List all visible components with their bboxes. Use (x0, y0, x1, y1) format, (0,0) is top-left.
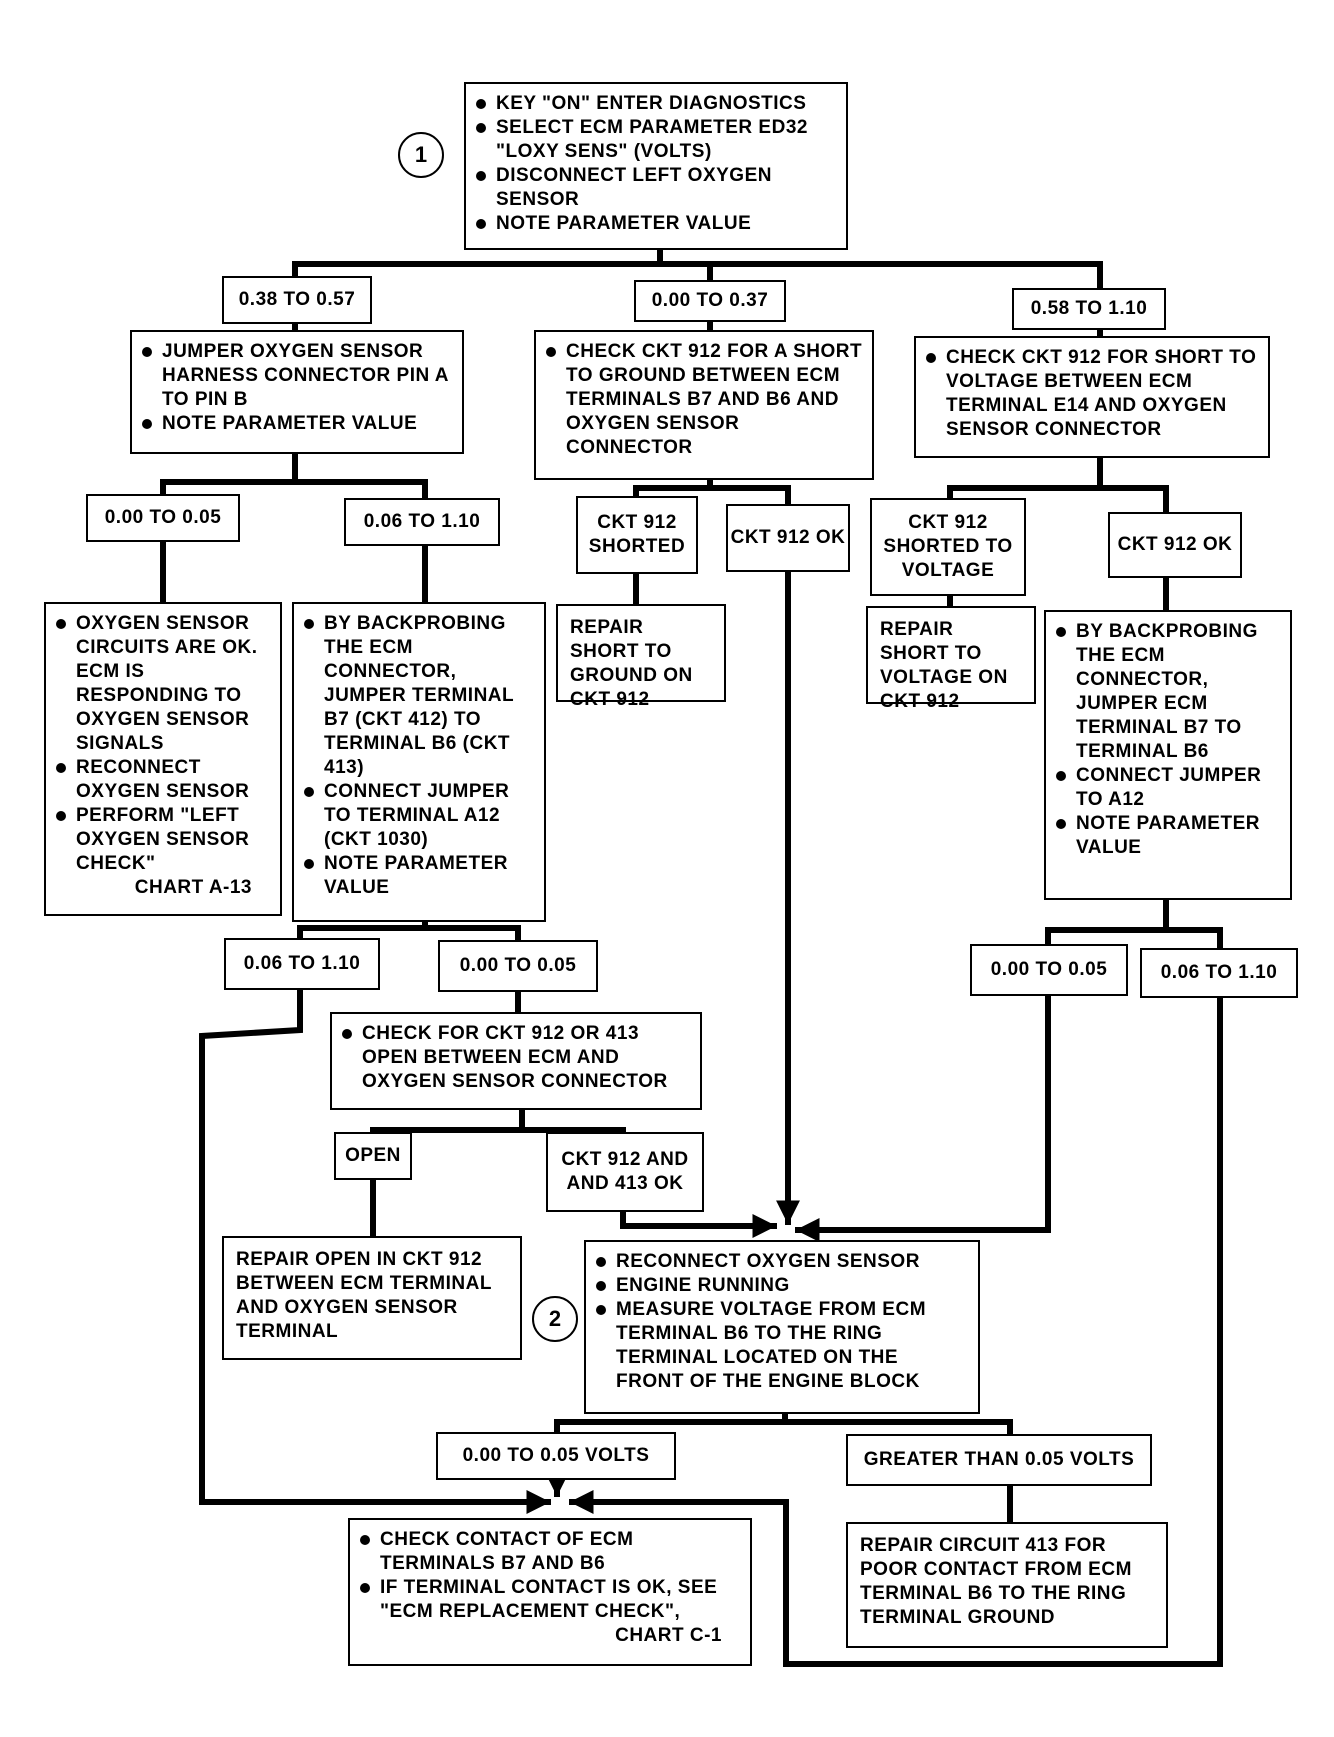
backprobe-step: BY BACKPROBING THE ECM CONNECTOR, JUMPER… (302, 612, 536, 780)
backprobe-right-step: CONNECT JUMPER TO A12 (1054, 764, 1282, 812)
backprobe-right-box: BY BACKPROBING THE ECM CONNECTOR, JUMPER… (1044, 610, 1292, 900)
backprobe-result-low: 0.00 TO 0.05 (438, 940, 598, 992)
ground-result-ok: CKT 912 OK (726, 504, 850, 572)
start-step: SELECT ECM PARAMETER ED32 "LOXY SENS" (V… (474, 116, 838, 164)
start-step: NOTE PARAMETER VALUE (474, 212, 838, 236)
sensor-ok-step: OXYGEN SENSOR CIRCUITS ARE OK. ECM IS RE… (54, 612, 272, 756)
repair-413-box: REPAIR CIRCUIT 413 FOR POOR CONTACT FROM… (846, 1522, 1168, 1648)
sensor-ok-step: RECONNECT OXYGEN SENSOR (54, 756, 272, 804)
open-result-open: OPEN (334, 1132, 412, 1180)
step-1-marker: 1 (398, 132, 444, 178)
sensor-ok-box: OXYGEN SENSOR CIRCUITS ARE OK. ECM IS RE… (44, 602, 282, 916)
arrow-ckt-413-to-measure (620, 1207, 777, 1238)
contact-step: CHECK CONTACT OF ECM TERMINALS B7 AND B6 (358, 1528, 742, 1576)
repair-voltage-box: REPAIR SHORT TO VOLTAGE ON CKT 912 (866, 606, 1036, 712)
jumper-result-low: 0.00 TO 0.05 (86, 494, 240, 542)
backprobe-result-high: 0.06 TO 1.10 (224, 938, 380, 990)
chart-reference: CHART C-1 (615, 1625, 722, 1646)
jumper-step: NOTE PARAMETER VALUE (140, 412, 454, 436)
step-2-marker: 2 (532, 1296, 578, 1342)
backprobe-step: NOTE PARAMETER VALUE (302, 852, 536, 900)
measure-result-low: 0.00 TO 0.05 VOLTS (436, 1432, 676, 1480)
repair-open-box: REPAIR OPEN IN CKT 912 BETWEEN ECM TERMI… (222, 1236, 522, 1360)
sensor-ok-step: PERFORM "LEFT OXYGEN SENSOR CHECK" (54, 804, 272, 876)
check-voltage-step: CHECK CKT 912 FOR SHORT TO VOLTAGE BETWE… (924, 346, 1260, 442)
open-result-ok: CKT 912 AND AND 413 OK (546, 1132, 704, 1212)
jumper-result-high: 0.06 TO 1.10 (344, 498, 500, 546)
check-voltage-box: CHECK CKT 912 FOR SHORT TO VOLTAGE BETWE… (914, 336, 1270, 458)
backprobe-step: CONNECT JUMPER TO TERMINAL A12 (CKT 1030… (302, 780, 536, 852)
repair-ground-box: REPAIR SHORT TO GROUND ON CKT 912 (556, 604, 726, 710)
backprobe-box: BY BACKPROBING THE ECM CONNECTOR, JUMPER… (292, 602, 546, 922)
chart-reference: CHART A-13 (134, 877, 252, 898)
voltage-result-shorted: CKT 912 SHORTED TO VOLTAGE (870, 498, 1026, 596)
measure-result-high: GREATER THAN 0.05 VOLTS (846, 1434, 1152, 1486)
start-box: KEY "ON" ENTER DIAGNOSTICS SELECT ECM PA… (464, 82, 848, 250)
branch-label-right: 0.58 TO 1.10 (1012, 288, 1166, 330)
jumper-step: JUMPER OXYGEN SENSOR HARNESS CONNECTOR P… (140, 340, 454, 412)
contact-step: IF TERMINAL CONTACT IS OK, SEE "ECM REPL… (358, 1576, 742, 1624)
check-ground-box: CHECK CKT 912 FOR A SHORT TO GROUND BETW… (534, 330, 874, 480)
branch-label-left: 0.38 TO 0.57 (222, 276, 372, 324)
branch-label-mid: 0.00 TO 0.37 (634, 280, 786, 322)
arrow-bpr-low-to-measure (795, 991, 1051, 1242)
check-ground-step: CHECK CKT 912 FOR A SHORT TO GROUND BETW… (544, 340, 864, 460)
backprobe-right-result-high: 0.06 TO 1.10 (1140, 948, 1298, 998)
contact-box: CHECK CONTACT OF ECM TERMINALS B7 AND B6… (348, 1518, 752, 1666)
voltage-result-ok: CKT 912 OK (1108, 512, 1242, 578)
measure-step: ENGINE RUNNING (594, 1274, 970, 1298)
jumper-box: JUMPER OXYGEN SENSOR HARNESS CONNECTOR P… (130, 330, 464, 454)
start-step: DISCONNECT LEFT OXYGEN SENSOR (474, 164, 838, 212)
arrow-bpr-high-to-contact (569, 993, 1223, 1667)
check-open-step: CHECK FOR CKT 912 OR 413 OPEN BETWEEN EC… (340, 1022, 692, 1094)
start-step: KEY "ON" ENTER DIAGNOSTICS (474, 92, 838, 116)
backprobe-right-step: BY BACKPROBING THE ECM CONNECTOR, JUMPER… (1054, 620, 1282, 764)
ground-result-shorted: CKT 912 SHORTED (576, 496, 698, 574)
check-open-box: CHECK FOR CKT 912 OR 413 OPEN BETWEEN EC… (330, 1012, 702, 1110)
measure-step: MEASURE VOLTAGE FROM ECM TERMINAL B6 TO … (594, 1298, 970, 1394)
backprobe-right-result-low: 0.00 TO 0.05 (970, 944, 1128, 996)
measure-step: RECONNECT OXYGEN SENSOR (594, 1250, 970, 1274)
backprobe-right-step: NOTE PARAMETER VALUE (1054, 812, 1282, 860)
measure-box: RECONNECT OXYGEN SENSOR ENGINE RUNNING M… (584, 1240, 980, 1414)
arrow-bp-high-to-contact (199, 987, 551, 1514)
